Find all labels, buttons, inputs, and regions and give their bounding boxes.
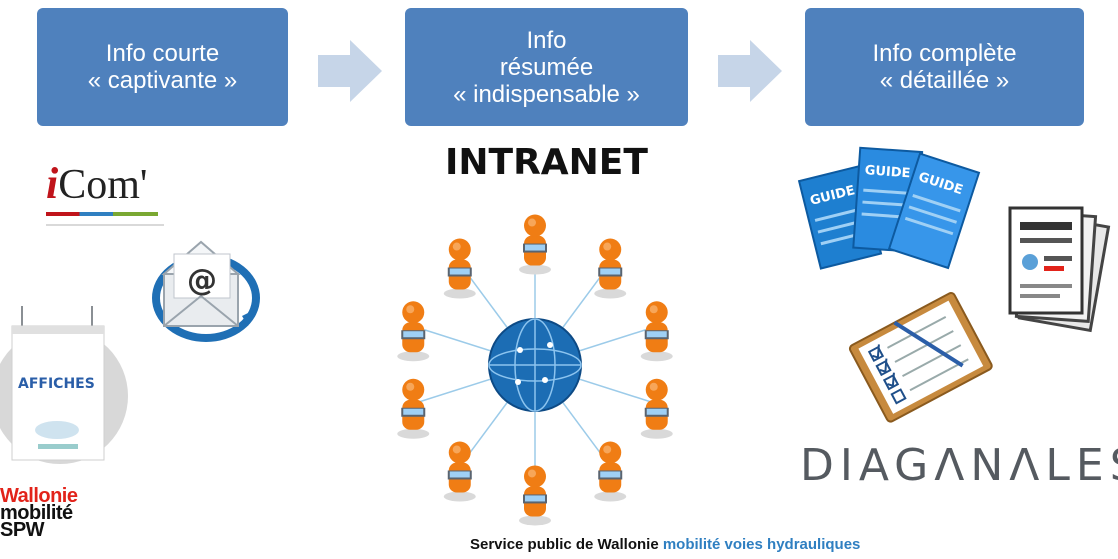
person-with-laptop-icon	[640, 378, 673, 439]
affiches-poster-icon: AFFICHES	[0, 306, 128, 464]
diagonales-logo: DIAGΛNΛLES	[800, 440, 1118, 491]
info-box-summary-line2: résumée	[499, 53, 594, 81]
person-with-laptop-icon	[397, 378, 430, 439]
wallonie-logo-line3: SPW	[0, 519, 45, 541]
info-box-complete: Info complète « détaillée »	[805, 8, 1084, 126]
info-box-short-line2: « captivante »	[87, 67, 238, 94]
arrow-right-icon	[718, 40, 782, 102]
person-with-laptop-icon	[443, 441, 476, 502]
wallonie-logo-line2: mobilité	[0, 502, 73, 524]
info-box-summary-line1: Info	[526, 26, 567, 54]
icom-logo-underline	[46, 212, 158, 216]
info-box-summary: Info résumée « indispensable »	[405, 8, 688, 126]
person-with-laptop-icon	[519, 465, 551, 526]
info-box-complete-line2: « détaillée »	[879, 67, 1010, 94]
footer-text: Service public de Wallonie mobilité voie…	[470, 536, 860, 553]
icom-logo-text: Com'	[58, 162, 148, 208]
person-with-laptop-icon	[594, 238, 627, 299]
document-stack-icon	[1008, 206, 1111, 333]
person-with-laptop-icon	[594, 441, 627, 502]
person-with-laptop-icon	[519, 214, 551, 275]
icom-logo: iCom'	[46, 158, 164, 226]
person-with-laptop-icon	[443, 238, 476, 299]
email-icon: @	[152, 240, 260, 342]
checklist-clipboard-icon	[848, 292, 993, 423]
info-box-short-line1: Info courte	[105, 40, 220, 67]
icom-logo-i: i	[46, 159, 59, 208]
network-people	[397, 214, 673, 526]
globe-icon	[488, 318, 582, 412]
footer-org: Service public de Wallonie	[470, 536, 663, 553]
wallonie-logo: Wallonie mobilité SPW	[0, 485, 78, 541]
email-at-sign: @	[187, 263, 217, 298]
guide-label-2: GUIDE	[864, 163, 911, 181]
wallonie-logo-line1: Wallonie	[0, 485, 78, 507]
info-box-complete-line1: Info complète	[872, 40, 1017, 67]
affiches-label: AFFICHES	[18, 376, 95, 392]
footer-department: mobilité voies hydrauliques	[662, 536, 861, 553]
info-box-short: Info courte « captivante »	[37, 8, 288, 126]
guides-icon: GUIDE GUIDE GUIDE	[797, 146, 981, 270]
intranet-title: INTRANET	[445, 142, 648, 183]
intranet-network-illustration	[397, 214, 673, 526]
info-box-summary-line3: « indispensable »	[453, 80, 640, 108]
person-with-laptop-icon	[397, 301, 430, 362]
person-with-laptop-icon	[640, 301, 673, 362]
arrow-right-icon	[318, 40, 382, 102]
